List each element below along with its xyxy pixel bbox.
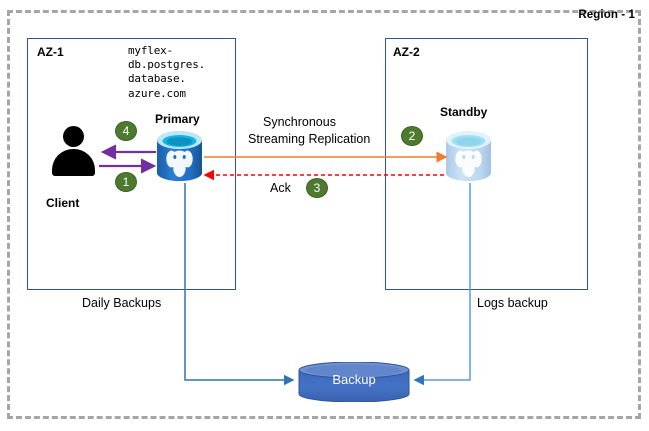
- region-boundary: [7, 10, 641, 419]
- step-badge-4: 4: [115, 121, 137, 141]
- replication-label-line2: Streaming Replication: [248, 132, 371, 146]
- client-label: Client: [46, 196, 80, 210]
- primary-db-label: Primary: [155, 112, 200, 126]
- standby-db-label: Standby: [440, 105, 488, 119]
- client-head-shape: [63, 126, 84, 147]
- availability-zone-1-box: [27, 38, 236, 290]
- region-label: Region - 1: [578, 9, 635, 21]
- client-body-shape: [52, 149, 95, 176]
- standby-postgresql-database-icon: [445, 129, 492, 185]
- availability-zone-2-label: AZ-2: [393, 45, 420, 59]
- replication-label-line1: Synchronous: [263, 115, 336, 129]
- availability-zone-1-label: AZ-1: [37, 45, 64, 59]
- backup-storage-icon: [298, 361, 410, 403]
- ack-label: Ack: [270, 181, 291, 195]
- database-hostname-text: myflex- db.postgres. database. azure.com: [128, 44, 206, 100]
- logs-backup-label: Logs backup: [477, 296, 548, 310]
- primary-postgresql-database-icon: [156, 129, 203, 185]
- client-user-icon: [50, 126, 96, 182]
- step-badge-3: 3: [306, 178, 328, 198]
- backup-label: Backup: [332, 372, 376, 387]
- step-badge-2: 2: [401, 126, 423, 146]
- daily-backups-label: Daily Backups: [82, 296, 162, 310]
- step-badge-1: 1: [115, 172, 137, 192]
- availability-zone-2-box: [385, 38, 588, 290]
